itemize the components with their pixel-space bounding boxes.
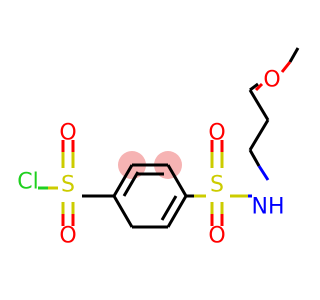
nitrogen-label: NH: [252, 195, 285, 220]
ether-oxygen-label: O: [263, 68, 280, 93]
sulfur-label-left: S: [61, 173, 75, 198]
oxygen-label-top-right: O: [208, 121, 225, 146]
benzene-ring: [112, 163, 188, 229]
oxygen-label-top-left: O: [59, 121, 76, 146]
s1-oxygen-bonds: [61, 140, 75, 226]
oxygen-label-bottom-left: O: [59, 224, 76, 249]
molecule-structure: Cl S O O S O O NH O: [17, 47, 300, 249]
s2-oxygen-bonds: [210, 140, 224, 226]
chlorine-label: Cl: [17, 170, 38, 195]
structure-drawing: Cl S O O S O O NH O: [17, 47, 300, 249]
propyl-chain: [248, 47, 300, 181]
sulfur-label-right: S: [210, 173, 224, 198]
oxygen-label-bottom-right: O: [208, 224, 225, 249]
